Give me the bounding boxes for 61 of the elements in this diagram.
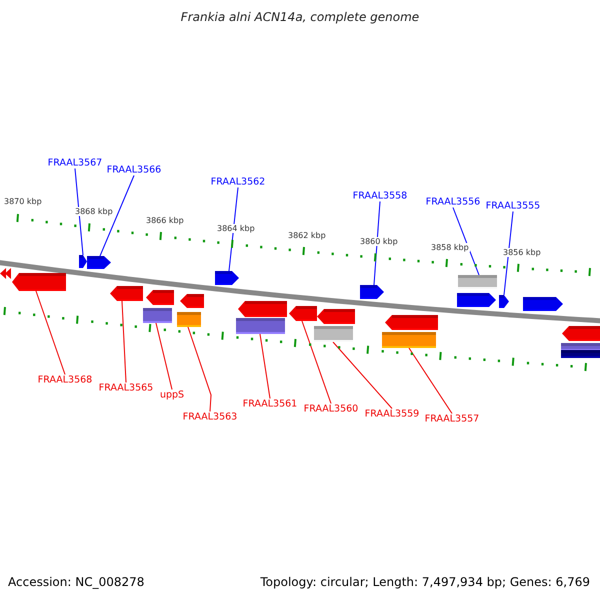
gene-feature <box>143 308 172 323</box>
scale-label: 3866 kbp <box>145 216 185 225</box>
gene-label: FRAAL3565 <box>98 382 154 394</box>
gene-feature <box>458 275 497 289</box>
leader-line <box>504 211 514 296</box>
scale-label: 3862 kbp <box>287 231 327 240</box>
leader-line <box>408 348 452 414</box>
gene-label: FRAAL3560 <box>302 404 360 414</box>
gene-feature <box>110 286 143 301</box>
gene-feature <box>146 290 174 305</box>
gene-feature <box>523 297 563 311</box>
footer-text: Accession: NC_008278 <box>8 575 144 589</box>
leader-line <box>188 326 212 412</box>
footer-text: Topology: circular; Length: 7,497,934 bp; Genes: 6,769 <box>260 575 590 589</box>
gene-label: FRAAL3562 <box>210 176 266 188</box>
gene-feature <box>314 326 353 342</box>
gene-label: FRAAL3566 <box>106 164 162 176</box>
leader-line <box>302 320 332 404</box>
leader-line <box>260 334 270 399</box>
scale-label: 3870 kbp <box>3 197 43 206</box>
scale-label: 3860 kbp <box>359 237 399 246</box>
gene-feature <box>562 326 600 341</box>
scale-label: 3868 kbp <box>74 207 114 216</box>
gene-feature <box>561 350 600 358</box>
scale-label: 3858 kbp <box>430 243 470 252</box>
gene-feature <box>180 294 204 308</box>
leader-line <box>74 168 84 256</box>
gene-label: FRAAL3567 <box>46 158 104 168</box>
leader-line <box>452 207 480 276</box>
gene-feature <box>499 295 509 308</box>
gene-feature <box>238 301 287 317</box>
gene-label: FRAAL3563 <box>182 412 238 422</box>
scale-label: 3864 kbp <box>216 224 256 233</box>
gene-feature <box>289 306 317 321</box>
gene-feature <box>360 285 384 299</box>
gene-label: FRAAL3558 <box>352 190 408 202</box>
gene-label: FRAAL3561 <box>242 398 298 410</box>
gene-feature <box>236 318 285 334</box>
gene-feature <box>317 309 355 324</box>
gene-label: FRAAL3556 <box>424 196 482 208</box>
gene-feature <box>0 268 11 279</box>
leader-line <box>122 300 126 383</box>
gene-feature <box>79 255 87 268</box>
gene-label: FRAAL3568 <box>36 374 94 386</box>
chart-title: Frankia alni ACN14a, complete genome <box>180 10 420 24</box>
scale-label: 3856 kbp <box>502 248 542 257</box>
gene-feature <box>12 273 66 291</box>
gene-label: FRAAL3559 <box>364 408 420 420</box>
gene-label: FRAAL3557 <box>424 414 480 424</box>
gene-feature <box>457 293 496 307</box>
gene-label: uppS <box>158 390 186 400</box>
leader-line <box>100 175 134 256</box>
gene-feature <box>382 332 436 348</box>
leader-line <box>374 201 380 286</box>
gene-feature <box>385 315 438 330</box>
gene-feature <box>215 271 239 285</box>
leader-line <box>332 342 392 409</box>
leader-line <box>156 322 172 390</box>
leader-line <box>36 290 66 375</box>
gene-feature <box>177 312 201 327</box>
gene-label: FRAAL3555 <box>484 200 542 212</box>
